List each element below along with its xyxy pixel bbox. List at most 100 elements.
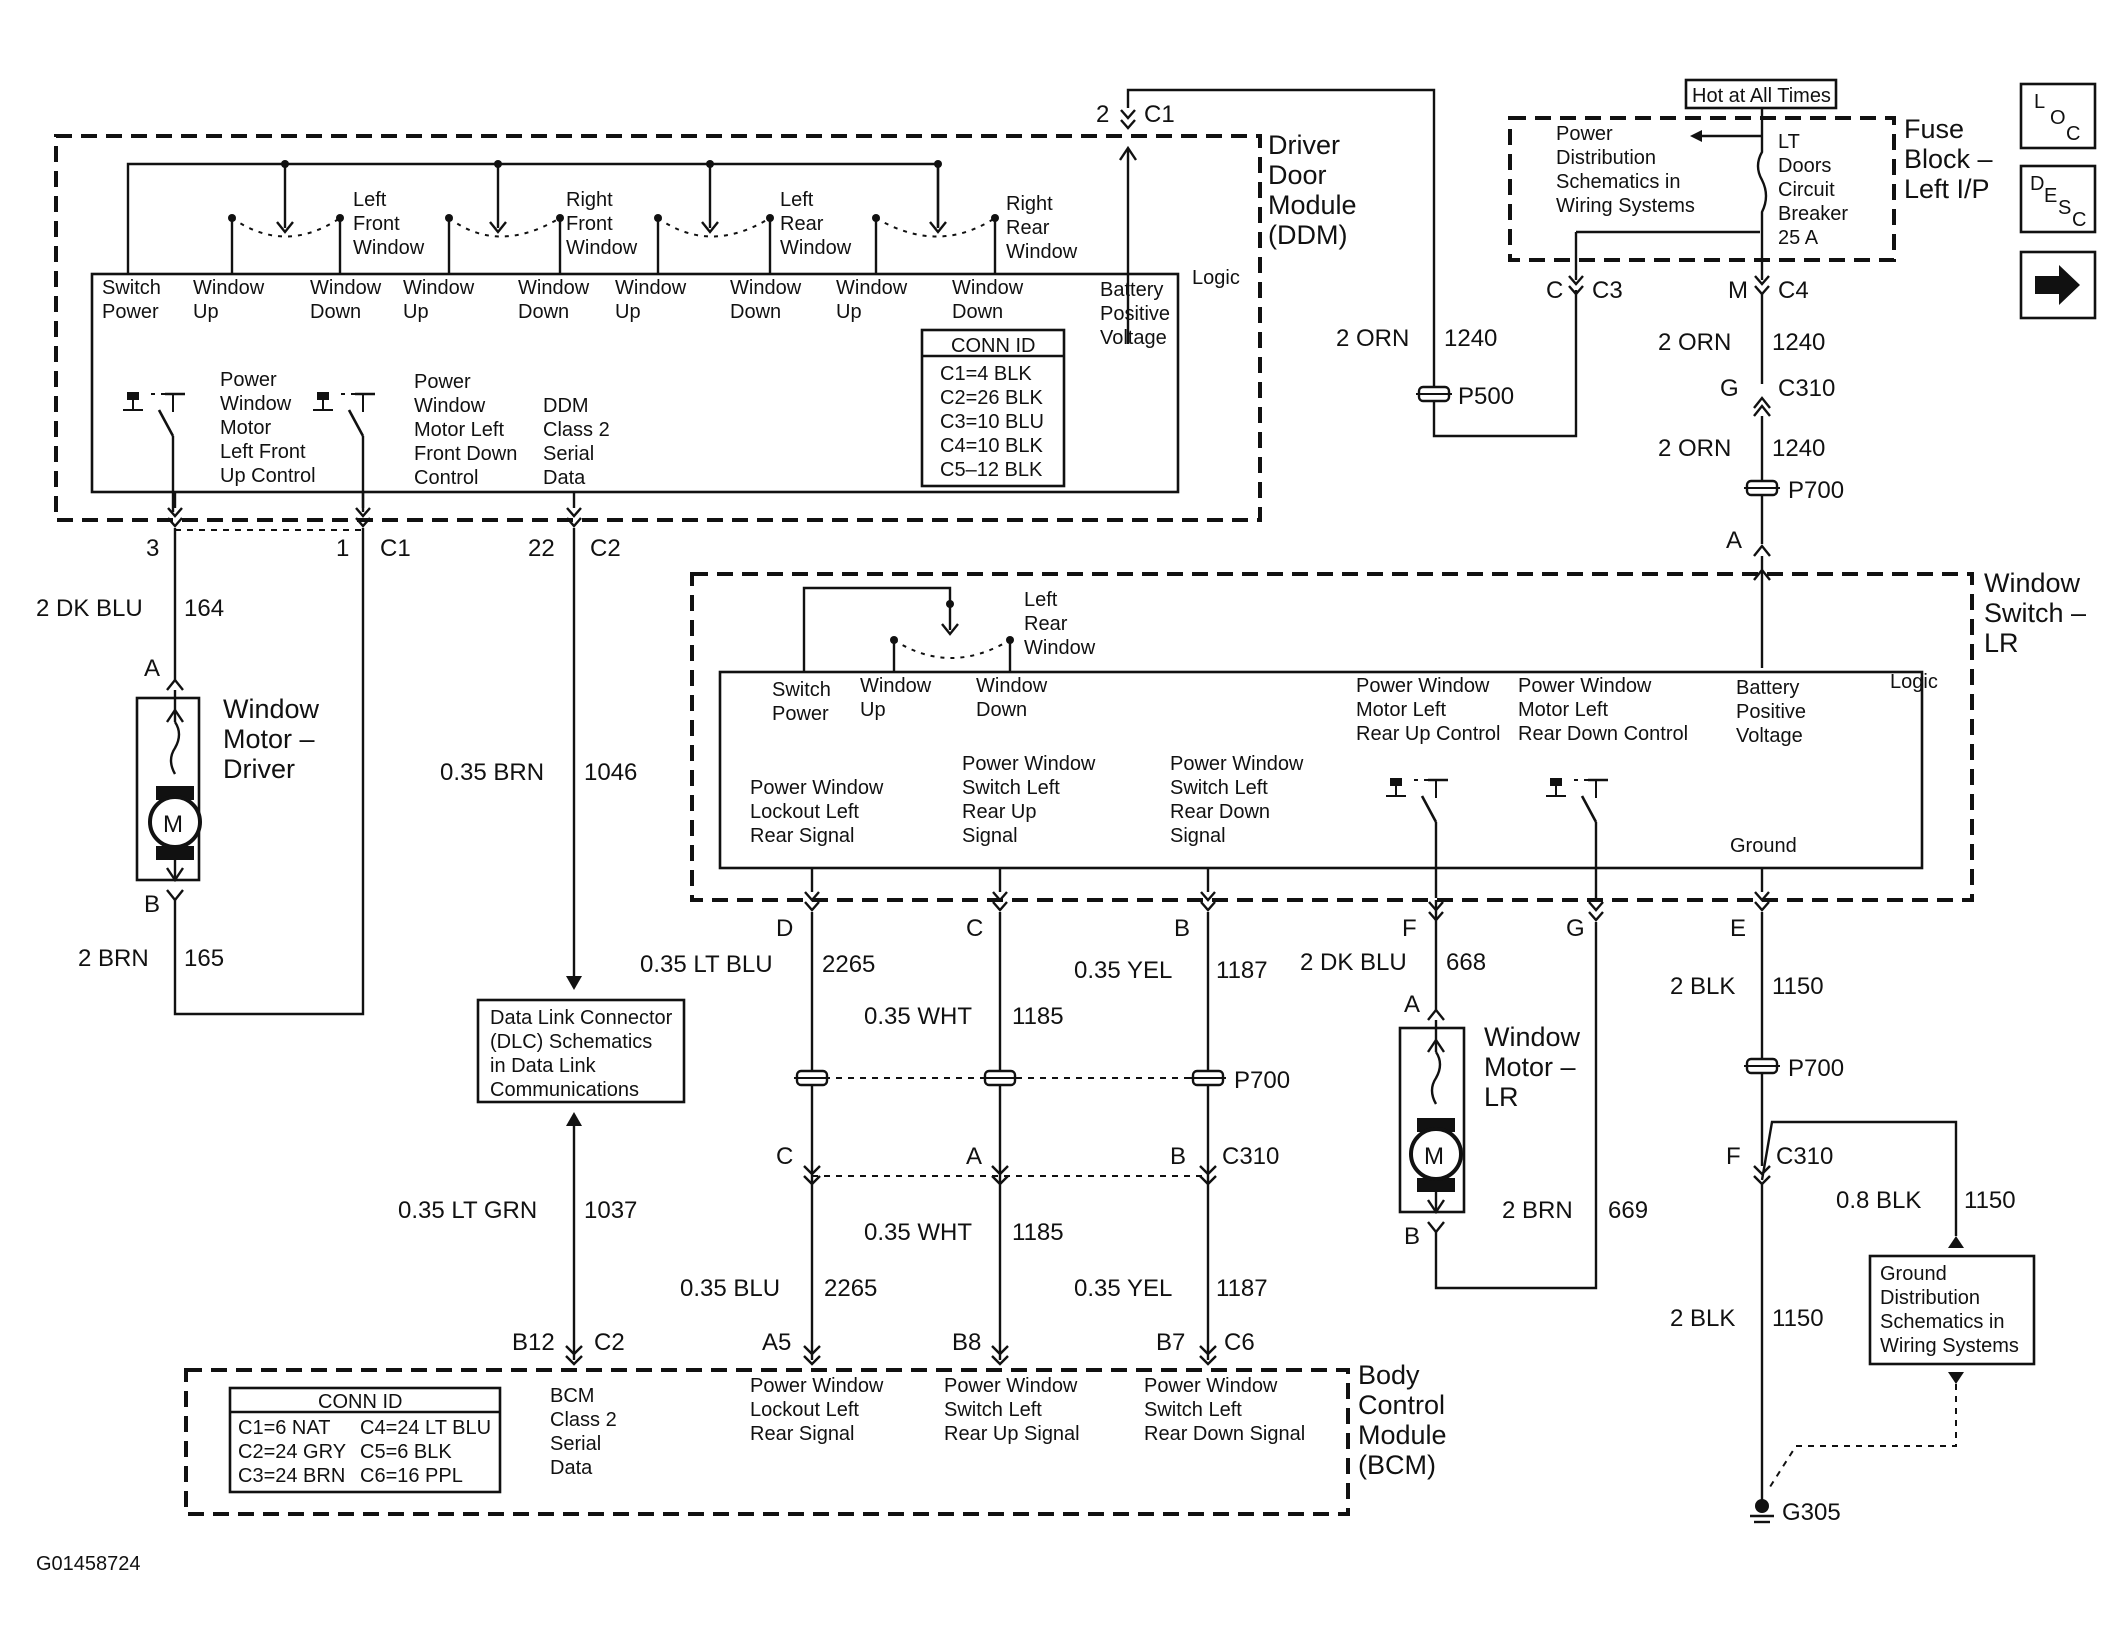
svg-text:(DLC) Schematics: (DLC) Schematics (490, 1031, 652, 1053)
svg-text:Breaker: Breaker (1778, 203, 1848, 225)
svg-text:Window: Window (220, 393, 292, 415)
window-switch-left-rear (802, 586, 1014, 672)
svg-text:Positive: Positive (1100, 303, 1170, 325)
svg-text:Power: Power (102, 301, 159, 323)
ground-distribution-ref[interactable]: Ground Distribution Schematics in Wiring… (1868, 1254, 2036, 1366)
svg-text:Power: Power (414, 371, 471, 393)
ddm-c2-label: C2 (590, 535, 621, 562)
window-switch-rear-up-relay (1384, 776, 1450, 900)
svg-text:Window: Window (952, 277, 1024, 299)
bcm-c2-label: C2 (594, 1329, 625, 1356)
svg-text:Control: Control (414, 467, 478, 489)
svg-text:Front: Front (566, 213, 613, 235)
g305-ground-label: G305 (1782, 1499, 1841, 1526)
window-switch-a-pin: A (1726, 527, 1742, 554)
svg-text:Down: Down (310, 301, 361, 323)
svg-text:Left I/P: Left I/P (1904, 174, 1990, 204)
wire-1240-a-color: 2 ORN (1336, 325, 1409, 352)
svg-text:Window: Window (1024, 637, 1096, 659)
svg-text:Fuse: Fuse (1904, 114, 1964, 144)
ddm-pin-1: 1 (336, 535, 349, 562)
wire-1150-c-number: 1150 (1772, 1305, 1824, 1332)
ddm-left-front-switch (228, 160, 344, 274)
svg-text:Battery: Battery (1100, 279, 1163, 301)
c310-a-pin: A (966, 1143, 982, 1170)
window-switch-lr-boundary (690, 572, 1974, 902)
svg-text:Window: Window (615, 277, 687, 299)
wire-1185-a-number: 1185 (1012, 1003, 1064, 1030)
svg-text:Window: Window (860, 675, 932, 697)
svg-text:Window: Window (836, 277, 908, 299)
svg-text:Window: Window (193, 277, 265, 299)
c4-pin: M (1728, 277, 1748, 304)
svg-text:Right: Right (1006, 193, 1053, 215)
svg-text:Power Window: Power Window (1356, 675, 1490, 697)
svg-text:Data: Data (543, 467, 586, 489)
svg-text:(BCM): (BCM) (1358, 1450, 1436, 1480)
window-switch-rear-down-relay (1544, 776, 1610, 900)
svg-text:Schematics in: Schematics in (1556, 171, 1681, 193)
wire-2265-b-color: 0.35 BLU (680, 1275, 780, 1302)
svg-text:CONN ID: CONN ID (318, 1391, 402, 1413)
wire-1185-b-number: 1185 (1012, 1219, 1064, 1246)
lt-doors-circuit-breaker: LT Doors Circuit Breaker 25 A (1778, 131, 1848, 249)
svg-text:Switch –: Switch – (1984, 598, 2086, 628)
ddm-left-front-down-relay (311, 390, 377, 514)
svg-text:Window: Window (414, 395, 486, 417)
svg-text:Distribution: Distribution (1556, 147, 1656, 169)
svg-text:LR: LR (1484, 1082, 1519, 1112)
c3-pin: C (1546, 277, 1563, 304)
svg-text:Class 2: Class 2 (543, 419, 610, 441)
svg-text:C3=24 BRN: C3=24 BRN (238, 1465, 345, 1487)
svg-text:Up Control: Up Control (220, 465, 316, 487)
svg-text:Rear Down: Rear Down (1170, 801, 1270, 823)
ground-symbol-icon (1750, 1499, 1774, 1524)
svg-text:Motor –: Motor – (223, 724, 315, 754)
location-icon[interactable]: L O C (2019, 82, 2097, 150)
svg-text:Window: Window (566, 237, 638, 259)
svg-text:Ground: Ground (1730, 835, 1797, 857)
motor-lr-b-pin: B (1404, 1223, 1420, 1250)
window-motor-lr: M (1398, 1020, 1466, 1215)
dlc-reference-box[interactable]: Data Link Connector (DLC) Schematics in … (476, 998, 686, 1104)
svg-text:Switch Left: Switch Left (1170, 777, 1268, 799)
description-icon[interactable]: D E S C (2019, 164, 2097, 234)
svg-text:Rear Down Signal: Rear Down Signal (1144, 1423, 1305, 1445)
wire-1150-b-color: 0.8 BLK (1836, 1187, 1921, 1214)
svg-text:Rear Up Signal: Rear Up Signal (944, 1423, 1080, 1445)
svg-text:Switch Left: Switch Left (962, 777, 1060, 799)
c310-c-pin: C (776, 1143, 793, 1170)
wire-2265-a-color: 0.35 LT BLU (640, 951, 773, 978)
p700-mid-splice: P700 (1234, 1067, 1290, 1094)
svg-text:Lockout Left: Lockout Left (750, 1399, 859, 1421)
window-switch-e-pin: E (1730, 915, 1746, 942)
svg-text:Data: Data (550, 1457, 593, 1479)
svg-text:Power: Power (220, 369, 277, 391)
svg-text:Distribution: Distribution (1880, 1287, 1980, 1309)
motor-driver-symbol: M (163, 811, 183, 838)
loc-letter-3: C (2066, 123, 2080, 145)
svg-text:Switch: Switch (102, 277, 161, 299)
svg-text:Battery: Battery (1736, 677, 1799, 699)
svg-text:Power: Power (1556, 123, 1613, 145)
wire-1240-a-number: 1240 (1444, 325, 1497, 352)
svg-text:Front: Front (353, 213, 400, 235)
ddm-pin-22: 22 (528, 535, 555, 562)
svg-text:C3=10 BLU: C3=10 BLU (940, 411, 1044, 433)
wire-668-number: 668 (1446, 949, 1486, 976)
loc-letter-1: L (2034, 91, 2045, 113)
right-arrow-icon[interactable] (2019, 250, 2097, 320)
window-motor-driver: M (135, 690, 202, 883)
svg-text:Circuit: Circuit (1778, 179, 1835, 201)
wire-668-color: 2 DK BLU (1300, 949, 1407, 976)
svg-text:Left Front: Left Front (220, 441, 306, 463)
c310-top-label: C310 (1778, 375, 1835, 402)
c4-label: C4 (1778, 277, 1809, 304)
bcm-title: Body Control Module (BCM) (1358, 1360, 1447, 1480)
motor-driver-label: Window Motor – Driver (223, 694, 320, 784)
wire-1150-c-color: 2 BLK (1670, 1305, 1735, 1332)
